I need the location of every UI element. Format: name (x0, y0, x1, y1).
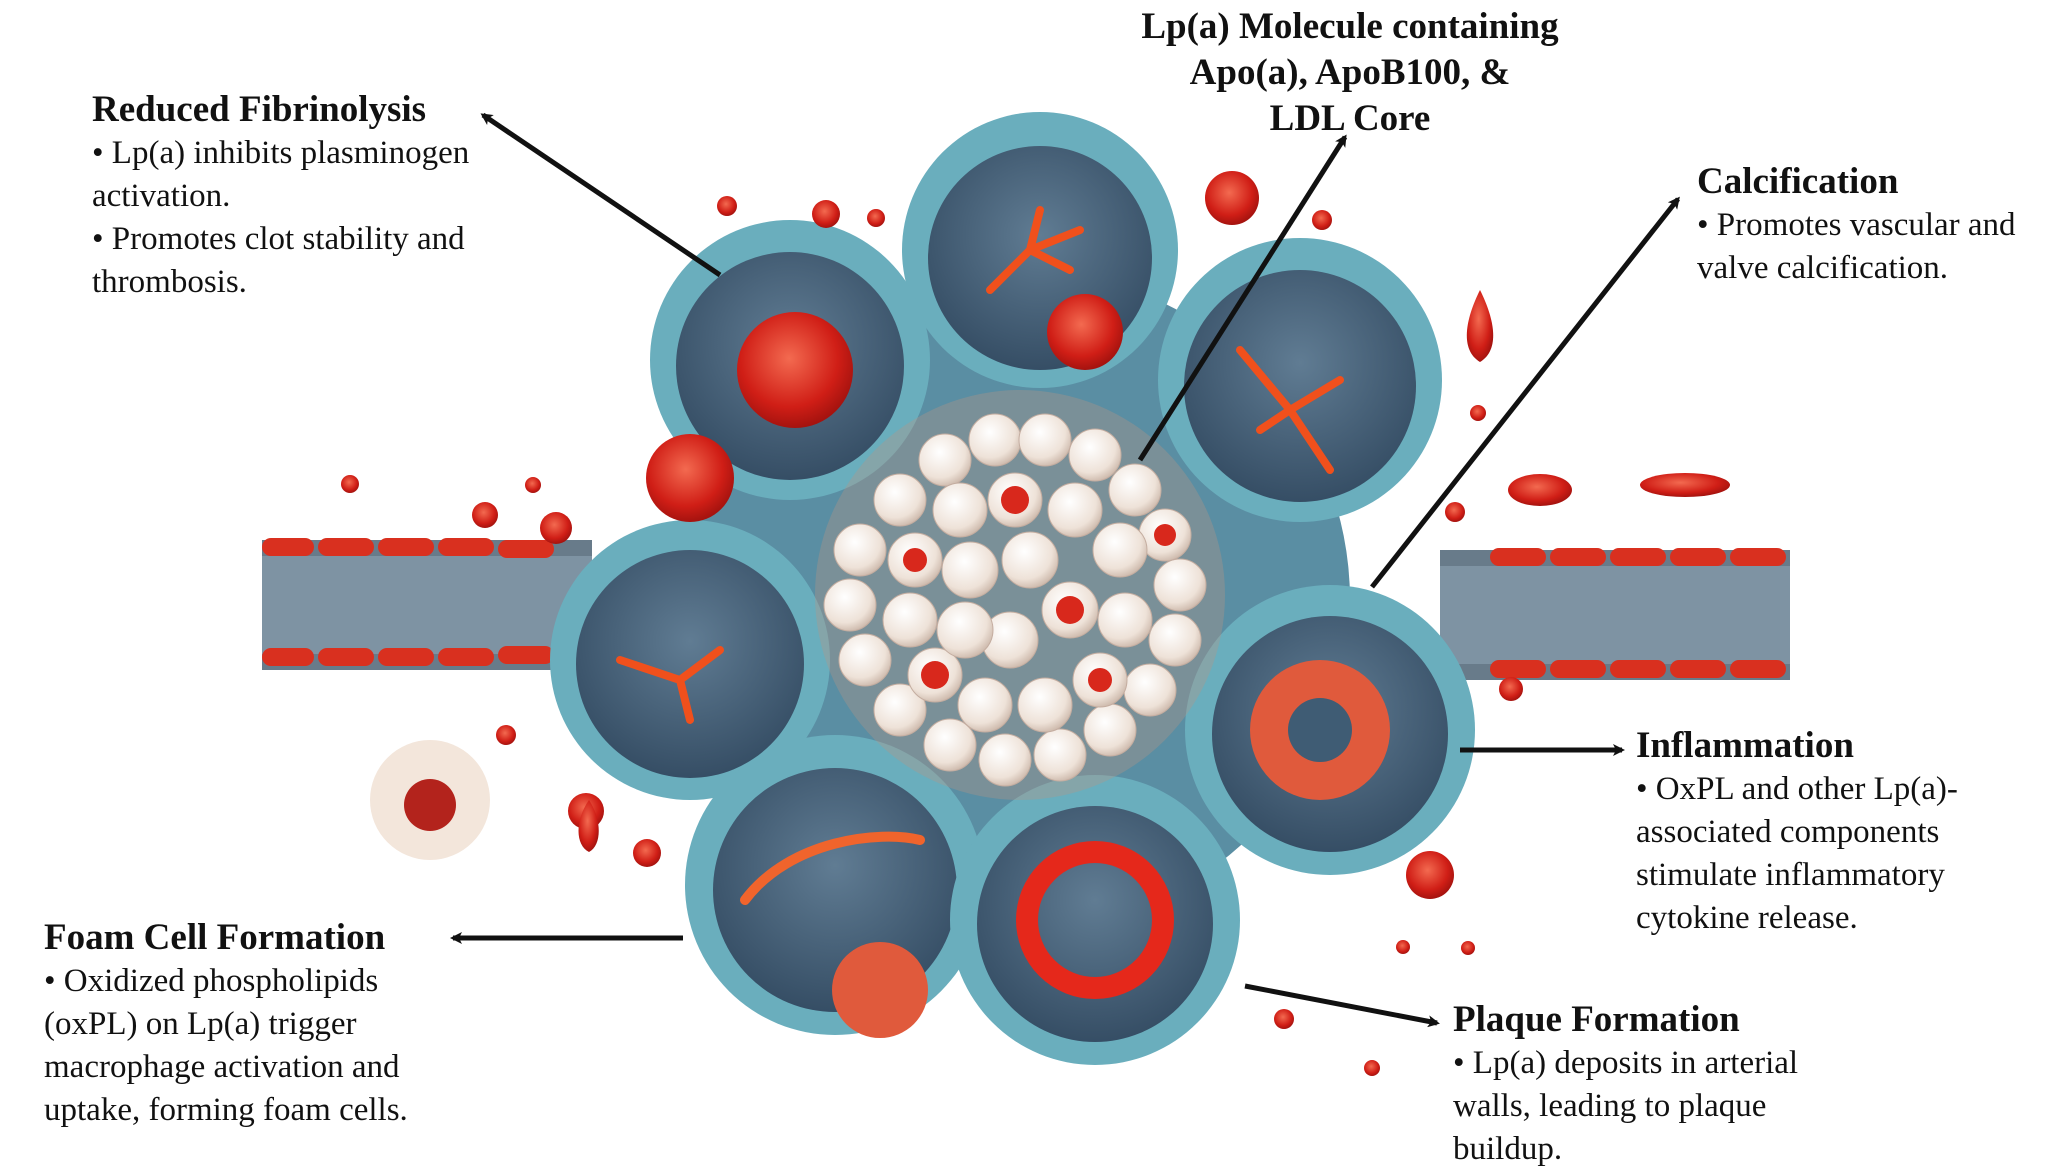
red-blood-cell-icon (341, 171, 1730, 1076)
lpa-molecule-line2: Apo(a), ApoB100, & (1189, 52, 1511, 93)
chamber-bottom-right (950, 775, 1240, 1065)
arrow-calcification (1370, 196, 1680, 589)
plaque-formation-bullet-1: • Lp(a) deposits in arterial walls, lead… (1453, 1045, 1799, 1167)
artery-left (262, 538, 592, 670)
lpa-molecule-line1: Lp(a) Molecule containing (1141, 6, 1559, 47)
label-inflammation: Inflammation • OxPL and other Lp(a)-asso… (1636, 724, 2026, 940)
chamber-ring (550, 112, 1475, 1065)
inflammation-bullet-1: • OxPL and other Lp(a)-associated compon… (1636, 771, 1958, 936)
label-reduced-fibrinolysis: Reduced Fibrinolysis • Lp(a) inhibits pl… (92, 88, 542, 304)
arrow-lpa (1137, 134, 1348, 462)
plaque-formation-title: Plaque Formation (1453, 999, 1740, 1040)
arrow-plaque (1244, 983, 1440, 1028)
connector-arrows (450, 112, 1680, 1028)
macrophage-icon (370, 740, 490, 860)
reduced-fibrinolysis-bullet-1: • Lp(a) inhibits plasminogen activation. (92, 135, 470, 214)
reduced-fibrinolysis-title: Reduced Fibrinolysis (92, 89, 427, 130)
chamber-left (550, 520, 830, 800)
artery-right (1440, 548, 1790, 680)
label-plaque-formation: Plaque Formation • Lp(a) deposits in art… (1453, 998, 1873, 1171)
chamber-top-left (650, 220, 930, 500)
label-foam-cell-formation: Foam Cell Formation • Oxidized phospholi… (44, 916, 464, 1132)
arrow-fibrinolysis (480, 112, 722, 278)
calcification-title: Calcification (1697, 161, 1899, 202)
chamber-top-right (1158, 238, 1442, 522)
label-calcification: Calcification • Promotes vascular and va… (1697, 160, 2047, 290)
calcification-bullet-1: • Promotes vascular and valve calcificat… (1697, 207, 2016, 286)
inflammation-title: Inflammation (1636, 725, 1854, 766)
lpa-molecule-line3: LDL Core (1269, 98, 1431, 139)
lpa-core (815, 390, 1225, 800)
chamber-bottom-left (685, 735, 985, 1038)
foam-cell-formation-title: Foam Cell Formation (44, 917, 386, 958)
foam-cell-formation-bullet-1: • Oxidized phospholipids (oxPL) on Lp(a)… (44, 963, 408, 1128)
vessel-branches (616, 206, 1344, 724)
reduced-fibrinolysis-bullet-2: • Promotes clot stability and thrombosis… (92, 221, 465, 300)
chamber-right (1185, 585, 1475, 875)
label-lpa-molecule: Lp(a) Molecule containing Apo(a), ApoB10… (1060, 4, 1640, 142)
